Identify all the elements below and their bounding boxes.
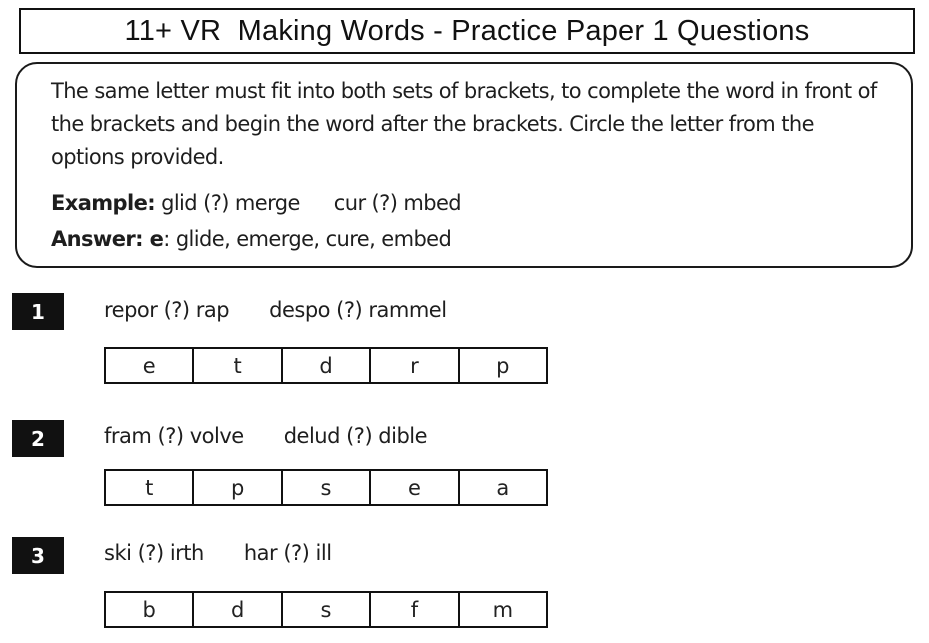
- question-part2: delud (?) dible: [283, 424, 428, 448]
- example-label: Example:: [51, 191, 156, 215]
- instructions-text: The same letter must fit into both sets …: [51, 79, 877, 169]
- question-text: repor (?) rap despo (?) rammel: [104, 298, 447, 322]
- answer-option[interactable]: m: [492, 597, 514, 622]
- question-part1: repor (?) rap: [104, 298, 230, 322]
- question-text: ski (?) irth har (?) ill: [104, 541, 332, 565]
- answer-label: Answer: e: [51, 227, 164, 251]
- answer-text: : glide, emerge, cure, embed: [163, 227, 452, 251]
- question-part2: har (?) ill: [243, 541, 332, 565]
- example-part1: glid (?) merge: [155, 191, 300, 215]
- question-part1: ski (?) irth: [104, 541, 204, 565]
- answer-option[interactable]: p: [194, 471, 283, 504]
- answer-options-row: e t d r p: [104, 347, 548, 384]
- answer-option[interactable]: e: [106, 349, 195, 382]
- answer-option[interactable]: s: [283, 471, 372, 504]
- answer-options-row: t p s e a: [104, 469, 548, 506]
- answer-option[interactable]: e: [371, 471, 460, 504]
- answer-option[interactable]: d: [194, 593, 283, 626]
- answer-option[interactable]: b: [106, 593, 195, 626]
- answer-line: Answer: e: glide, emerge, cure, embed: [51, 227, 452, 251]
- question-number-badge: 1: [12, 293, 64, 330]
- answer-option[interactable]: t: [194, 349, 283, 382]
- page-title-box: 11+ VR Making Words - Practice Paper 1 Q…: [19, 8, 915, 54]
- example-part2: cur (?) mbed: [333, 191, 462, 215]
- answer-option[interactable]: t: [106, 471, 195, 504]
- answer-option[interactable]: a: [496, 475, 510, 500]
- answer-options-row: b d s f m: [104, 591, 548, 628]
- question-part1: fram (?) volve: [104, 424, 244, 448]
- question-part2: despo (?) rammel: [269, 298, 447, 322]
- page-title: 11+ VR Making Words - Practice Paper 1 Q…: [124, 14, 810, 47]
- example-line: Example: glid (?) merge cur (?) mbed: [51, 191, 462, 215]
- question-number-badge: 3: [12, 537, 64, 574]
- question-number-badge: 2: [12, 420, 64, 457]
- answer-option[interactable]: p: [496, 353, 510, 378]
- answer-option[interactable]: f: [371, 593, 460, 626]
- question-text: fram (?) volve delud (?) dible: [104, 424, 428, 448]
- answer-option[interactable]: d: [283, 349, 372, 382]
- answer-option[interactable]: r: [371, 349, 460, 382]
- instructions-box: The same letter must fit into both sets …: [15, 62, 913, 268]
- answer-option[interactable]: s: [283, 593, 372, 626]
